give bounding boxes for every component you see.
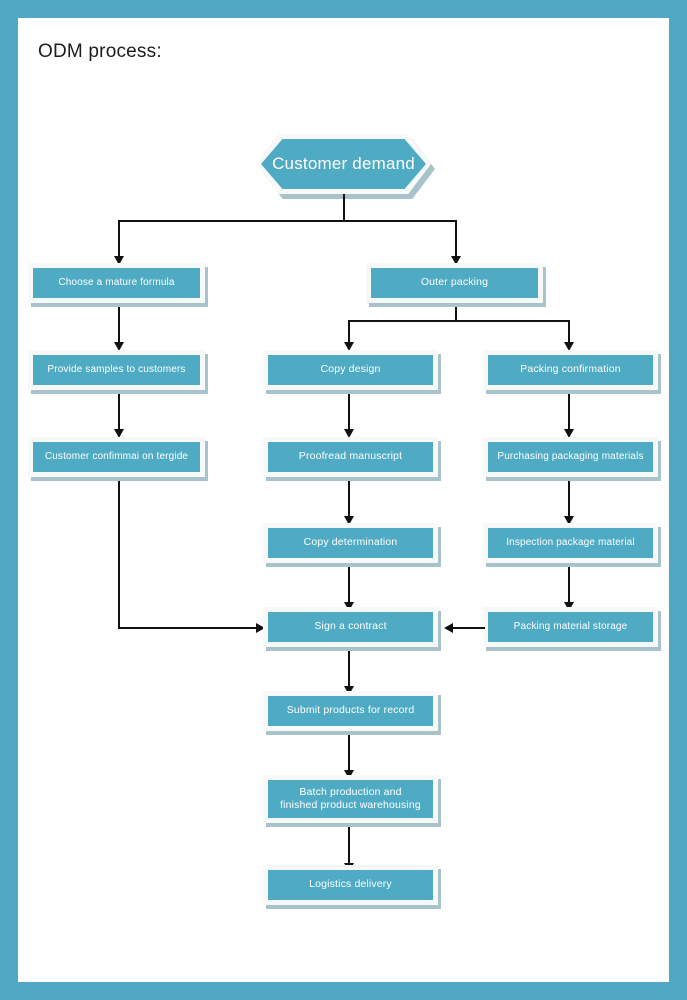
arrowhead-to-submit-products [344, 686, 354, 695]
edge-inspection-to-storage [568, 567, 570, 604]
page-title: ODM process: [38, 41, 162, 62]
arrowhead-to-customer-confirmation [114, 429, 124, 438]
arrowhead-right-to-sign-contract [444, 623, 453, 633]
node-label: Copy design [268, 355, 433, 385]
edge-outer-stem [455, 307, 457, 322]
node-inspection-package[interactable]: Inspection package material [483, 523, 658, 563]
node-label: Outer packing [371, 268, 538, 298]
arrowhead-to-copy-determination [344, 516, 354, 525]
node-copy-design[interactable]: Copy design [263, 350, 438, 390]
node-purchasing-packaging[interactable]: Purchasing packaging materials [483, 437, 658, 477]
arrowhead-to-packing-material-storage [564, 602, 574, 611]
edge-demand-to-outer [455, 220, 457, 258]
node-label: Packing material storage [488, 612, 653, 642]
node-label-line-1: Batch production and [299, 785, 402, 798]
arrowhead-left-to-sign-contract [256, 623, 265, 633]
node-label: Sign a contract [268, 612, 433, 642]
node-label: Customer confimmai on tergide [33, 442, 200, 472]
node-proofread-manuscript[interactable]: Proofread manuscript [263, 437, 438, 477]
arrowhead-to-provide-samples [114, 342, 124, 351]
arrowhead-to-purchasing-packaging [564, 429, 574, 438]
edge-outer-to-copy [348, 320, 350, 344]
edge-demand-to-left [118, 220, 120, 258]
arrowhead-to-packing-confirmation [564, 342, 574, 351]
arrowhead-to-inspection-package [564, 516, 574, 525]
arrowhead-to-batch-production [344, 770, 354, 779]
arrowhead-to-copy-design [344, 342, 354, 351]
arrowhead-to-choose-formula [114, 256, 124, 265]
edge-demand-split-bar [118, 220, 457, 222]
arrowhead-to-outer-packing [451, 256, 461, 265]
node-label: Purchasing packaging materials [488, 442, 653, 472]
edge-submit-to-batch [348, 735, 350, 772]
node-label: Provide samples to customers [33, 355, 200, 385]
node-customer-demand[interactable]: Customer demand [256, 134, 435, 199]
edge-copy-to-proofread [348, 394, 350, 431]
node-label: Inspection package material [488, 528, 653, 558]
node-copy-determination[interactable]: Copy determination [263, 523, 438, 563]
node-label: Customer demand [272, 153, 415, 173]
node-label: Copy determination [268, 528, 433, 558]
edge-choose-to-samples [118, 307, 120, 344]
arrowhead-to-sign-contract [344, 602, 354, 611]
node-label: Submit products for record [268, 696, 433, 726]
node-label: Logistics delivery [268, 870, 433, 900]
node-label: Choose a mature formula [33, 268, 200, 298]
edge-demand-stem [343, 194, 345, 222]
node-choose-formula[interactable]: Choose a mature formula [28, 263, 205, 303]
edge-confirmation-drop [118, 481, 120, 629]
edge-batch-to-logistics [348, 827, 350, 865]
edge-samples-to-confirmation [118, 394, 120, 431]
node-provide-samples[interactable]: Provide samples to customers [28, 350, 205, 390]
node-label-block: Batch production and finished product wa… [268, 780, 433, 818]
node-sign-contract[interactable]: Sign a contract [263, 607, 438, 647]
node-logistics-delivery[interactable]: Logistics delivery [263, 865, 438, 905]
node-packing-material-storage[interactable]: Packing material storage [483, 607, 658, 647]
node-label: Proofread manuscript [268, 442, 433, 472]
hexagon-fill [261, 139, 426, 189]
node-customer-confirmation[interactable]: Customer confimmai on tergide [28, 437, 205, 477]
node-packing-confirmation[interactable]: Packing confirmation [483, 350, 658, 390]
edge-purchasing-to-inspection [568, 481, 570, 518]
edge-determination-to-sign [348, 567, 350, 604]
node-submit-products[interactable]: Submit products for record [263, 691, 438, 731]
arrowhead-to-proofread-manuscript [344, 429, 354, 438]
edge-sign-to-submit [348, 651, 350, 688]
edge-confirmation-to-sign [118, 627, 258, 629]
node-label: Packing confirmation [488, 355, 653, 385]
node-outer-packing[interactable]: Outer packing [366, 263, 543, 303]
flowchart-canvas: ODM process: Customer demand Choose a ma… [18, 18, 669, 982]
edge-storage-to-sign [453, 627, 485, 629]
edge-outer-split-bar [348, 320, 568, 322]
edge-proofread-to-determination [348, 481, 350, 518]
edge-outer-to-packconf [568, 320, 570, 344]
edge-packconf-to-purchasing [568, 394, 570, 431]
node-batch-production[interactable]: Batch production and finished product wa… [263, 775, 438, 823]
node-label-line-2: finished product warehousing [280, 799, 421, 811]
